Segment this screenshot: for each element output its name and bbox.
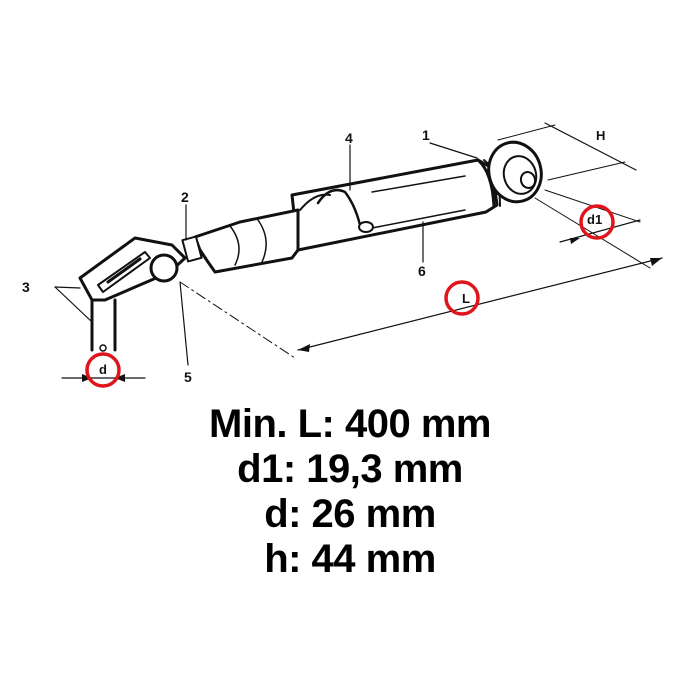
pin: [149, 253, 179, 283]
specifications-block: Min. L: 400 mm d1: 19,3 mm d: 26 mm h: 4…: [0, 402, 700, 582]
tube-body: [290, 158, 499, 252]
part-label-4: 4: [345, 130, 353, 146]
highlight-circle-d1: [579, 204, 615, 240]
dimension-label-d1: d1: [587, 212, 602, 227]
spec-h: h: 44 mm: [264, 537, 436, 581]
threaded-sleeve: [181, 208, 300, 274]
part-label-3: 3: [22, 279, 30, 295]
part-label-5: 5: [184, 369, 192, 385]
dimension-label-d: d: [99, 362, 107, 377]
rotating-end-head: [487, 140, 543, 204]
highlight-circle-L: [444, 280, 480, 316]
spec-d1: d1: 19,3 mm: [237, 447, 463, 491]
fork-end: [78, 236, 187, 352]
spec-min-length: Min. L: 400 mm: [209, 402, 491, 446]
dimension-label-H: H: [596, 128, 605, 143]
part-label-1: 1: [422, 127, 430, 143]
top-link-technical-drawing: 1 2 3 4 5 6 H d1 L d: [22, 122, 663, 388]
part-label-6: 6: [418, 263, 426, 279]
spec-d: d: 26 mm: [264, 492, 436, 536]
dimension-label-L: L: [462, 291, 470, 306]
locking-clamp: [299, 188, 374, 233]
highlight-circle-d: [85, 352, 121, 388]
part-label-2: 2: [181, 189, 189, 205]
